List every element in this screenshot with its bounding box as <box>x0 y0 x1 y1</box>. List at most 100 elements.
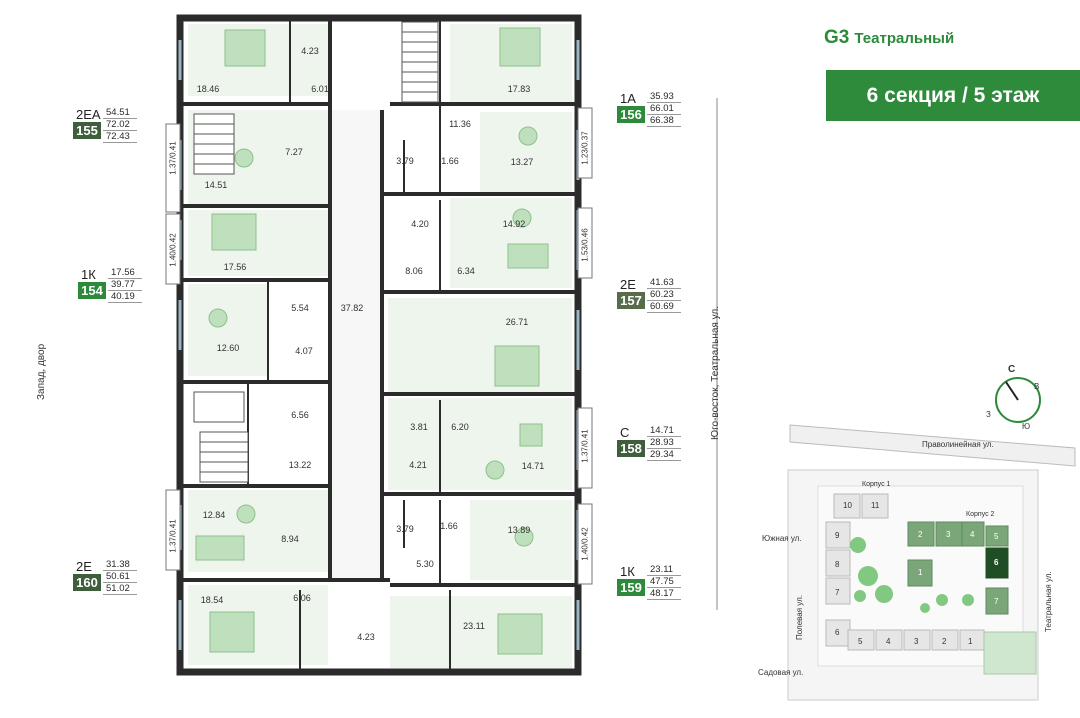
korpus-2 <box>907 521 1009 615</box>
room-area: 4.20 <box>411 219 429 229</box>
balcony-area: 1.53/0.46 <box>580 228 590 262</box>
street-sadovaya: Садовая ул. <box>758 668 804 677</box>
compass-west: З <box>986 410 991 419</box>
section-num: 3 <box>946 530 951 539</box>
room-area: 3.79 <box>396 524 414 534</box>
section-num: 2 <box>918 530 923 539</box>
korpus-1 <box>825 493 985 651</box>
area-total: 47.75 <box>647 576 681 588</box>
street-teatralnaya: Театральная ул. <box>1044 571 1053 632</box>
section-num: 9 <box>835 531 840 540</box>
east-label: Юго-восток, Театральная ул. <box>710 305 721 440</box>
unit-type: 1К <box>81 267 96 282</box>
room-area: 8.06 <box>405 266 423 276</box>
section-num: 11 <box>871 501 880 510</box>
area-living: 54.51 <box>103 107 137 119</box>
korpus-2-label: Корпус 2 <box>966 511 995 518</box>
unit-type: 2Е <box>76 559 92 574</box>
area-total: 60.23 <box>647 289 681 301</box>
area-living: 35.93 <box>647 91 681 103</box>
section-num: 5 <box>994 532 999 541</box>
room-area: 3.81 <box>410 422 428 432</box>
site-plan <box>787 377 1076 701</box>
room-fills <box>188 24 572 668</box>
page-title: 6 секция / 5 этаж <box>826 70 1080 121</box>
room-area: 12.84 <box>202 510 226 520</box>
street-pravolineynaya: Праволинейная ул. <box>922 440 994 449</box>
balcony-area: 1.40/0.42 <box>168 233 178 267</box>
section-num: 7 <box>994 597 999 606</box>
unit-number: 157 <box>617 292 645 309</box>
compass-north: С <box>1008 364 1016 375</box>
area-total: 50.61 <box>103 571 137 583</box>
room-area: 6.34 <box>457 266 475 276</box>
room-area: 8.94 <box>281 534 299 544</box>
area-living: 17.56 <box>108 267 142 279</box>
area-total: 66.01 <box>647 103 681 115</box>
stairs <box>193 21 439 483</box>
area-full: 29.34 <box>647 449 681 461</box>
room-area: 4.23 <box>357 632 375 642</box>
section-num: 2 <box>942 637 947 646</box>
room-area: 14.92 <box>502 219 526 229</box>
area-full: 66.38 <box>647 115 681 127</box>
room-area: 13.27 <box>510 157 534 167</box>
section-num-highlight: 6 <box>994 558 999 567</box>
street-polevaya: Полевая ул. <box>795 594 804 640</box>
brand-mark: G3 <box>824 27 850 48</box>
korpus-1-label: Корпус 1 <box>862 481 891 488</box>
room-area: 18.46 <box>196 84 220 94</box>
room-area: 6.56 <box>291 410 309 420</box>
furniture <box>195 27 549 655</box>
room-area: 26.71 <box>505 317 529 327</box>
area-total: 28.93 <box>647 437 681 449</box>
room-area: 6.06 <box>293 593 311 603</box>
brand-name: Театральный <box>854 30 955 47</box>
corridor <box>330 110 382 580</box>
unit-type: 2ЕА <box>76 107 101 122</box>
area-full: 40.19 <box>108 291 142 303</box>
section-num: 4 <box>886 637 891 646</box>
room-area: 23.11 <box>463 621 485 631</box>
unit-number: 154 <box>78 282 106 299</box>
room-area: 17.56 <box>223 262 247 272</box>
compass-south: Ю <box>1022 422 1031 431</box>
section-num: 7 <box>835 588 840 597</box>
area-full: 48.17 <box>647 588 681 600</box>
area-living: 14.71 <box>647 425 681 437</box>
unit-type: С <box>620 425 630 440</box>
compass-east: В <box>1034 382 1040 391</box>
area-total: 72.02 <box>103 119 137 131</box>
room-area: 12.60 <box>216 343 240 353</box>
room-area: 6.20 <box>451 422 469 432</box>
area-living: 31.38 <box>103 559 137 571</box>
section-highlight <box>985 547 1009 579</box>
room-area: 5.54 <box>291 303 309 313</box>
section-num: 10 <box>843 501 852 510</box>
room-area: 6.01 <box>311 84 329 94</box>
room-area: 1.66 <box>440 521 458 531</box>
brand-logo: G3 Театральный <box>824 27 954 49</box>
room-area-corridor: 37.82 <box>340 303 364 313</box>
unit-number: 158 <box>617 440 645 457</box>
compass-needle <box>1005 381 1019 401</box>
area-total: 39.77 <box>108 279 142 291</box>
unit-number: 159 <box>617 579 645 596</box>
section-num: 1 <box>968 637 973 646</box>
unit-number: 155 <box>73 122 101 139</box>
room-area: 17.83 <box>507 84 531 94</box>
room-area: 13.89 <box>507 525 531 535</box>
street-yuzhnaya: Южная ул. <box>762 534 802 543</box>
section-num: 1 <box>918 568 923 577</box>
balconies <box>165 107 593 585</box>
room-area: 1.66 <box>441 156 459 166</box>
room-area: 11.36 <box>449 119 471 129</box>
section-num: 5 <box>858 637 863 646</box>
unit-number: 156 <box>617 106 645 123</box>
area-full: 60.69 <box>647 301 681 313</box>
balcony-area: 1.37/0.41 <box>168 141 178 175</box>
room-area: 7.27 <box>285 147 303 157</box>
balcony-area: 1.37/0.41 <box>168 519 178 553</box>
area-living: 41.63 <box>647 277 681 289</box>
